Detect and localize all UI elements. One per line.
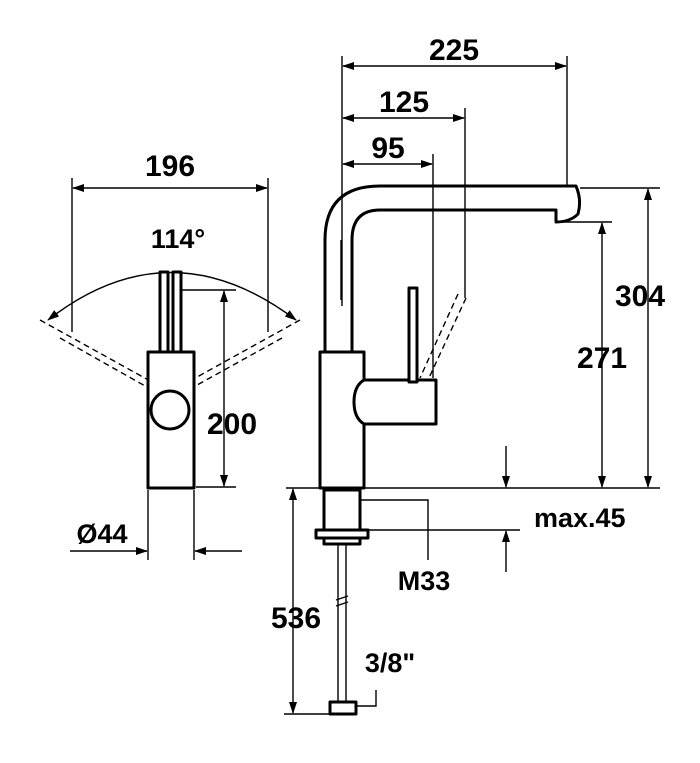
lever-swing-line (427, 297, 467, 381)
lever-housing (352, 378, 438, 426)
label-spout-to-lever: 125 (379, 86, 429, 119)
leader-m33 (360, 499, 429, 560)
label-side-width: 196 (145, 150, 195, 183)
side-lever-2 (171, 270, 183, 366)
label-hose-length: 536 (271, 602, 321, 635)
label-hose-connection: 3/8" (365, 648, 415, 678)
hose-fitting (328, 700, 358, 716)
label-thread-size: M33 (398, 566, 451, 596)
spout-tube (323, 184, 582, 358)
label-outlet-height: 271 (577, 342, 627, 375)
label-max-counter-thickness: max.45 (534, 503, 626, 533)
nut-lower (322, 536, 362, 546)
side-lever (158, 270, 170, 366)
label-base-diameter: Ø44 (76, 519, 127, 549)
front-lever (407, 286, 419, 384)
side-knob (149, 389, 191, 431)
side-view: 196 114° 200 Ø44 (39, 150, 301, 560)
leader-3-8 (356, 690, 377, 707)
label-body-to-lever: 95 (371, 132, 404, 165)
label-overall-reach: 225 (429, 34, 479, 67)
lever-swing-line-2 (419, 293, 459, 379)
front-view: 225 125 95 304 271 max.45 M33 536 3/8" (271, 34, 665, 716)
hose-mark-1 (335, 595, 349, 601)
label-side-height: 200 (207, 408, 257, 441)
hose-mark-2 (335, 601, 349, 607)
label-overall-height: 304 (615, 280, 665, 313)
shank (322, 488, 362, 532)
label-swivel-angle: 114° (151, 224, 205, 254)
swivel-arc (47, 271, 297, 321)
